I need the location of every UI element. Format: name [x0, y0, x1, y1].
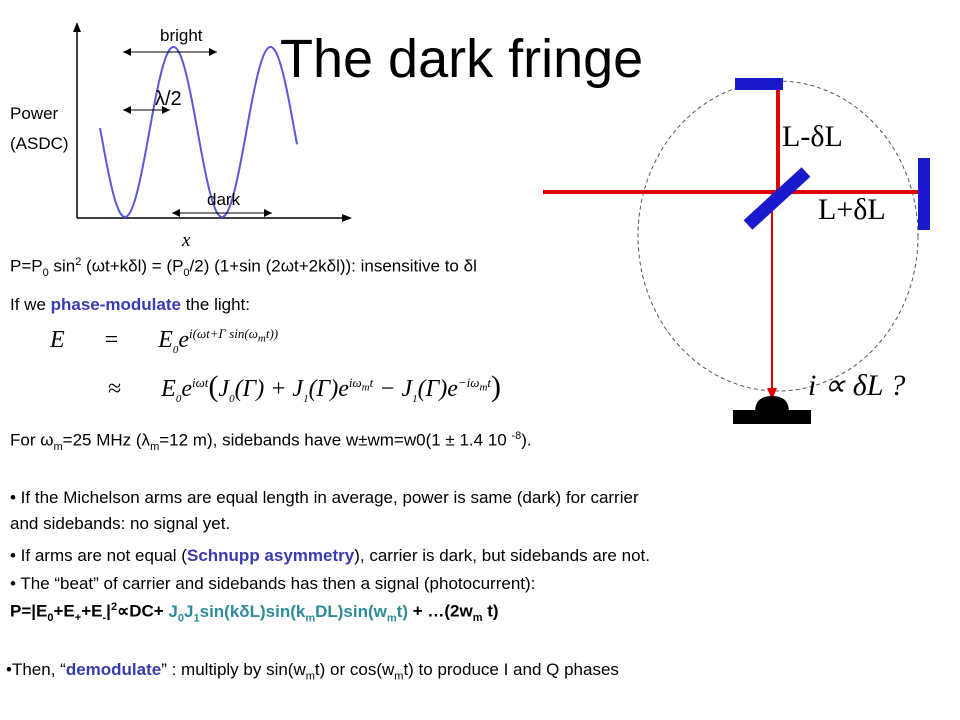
- plot-y-arrow: [73, 22, 81, 32]
- end-mirror-top: [735, 78, 783, 90]
- lambda-arrow-left: [123, 106, 131, 114]
- dark-arrow-right: [264, 209, 272, 217]
- bright-arrow-right: [209, 48, 217, 56]
- field-equation-line2: ≈E0eiωt(J0(Γ) + J1(Γ)eiωmt − J1(Γ)e−iωmt…: [108, 370, 502, 405]
- lambda-half-label: λ/2: [155, 88, 182, 110]
- bullet-beat: • The “beat” of carrier and sidebands ha…: [10, 574, 536, 593]
- sideband-line: For ωm=25 MHz (λm=12 m), sidebands have …: [10, 430, 532, 454]
- end-mirror-right: [918, 158, 930, 230]
- power-curve: [99, 46, 298, 219]
- arm1-label: L-δL: [782, 120, 843, 153]
- demodulate-line: •Then, “demodulate” : multiply by sin(wm…: [6, 660, 619, 683]
- bullet-schnupp: • If arms are not equal (Schnupp asymmet…: [10, 546, 650, 565]
- bullet-equal-arms-cont: and sidebands: no signal yet.: [10, 514, 231, 533]
- bright-label: bright: [160, 26, 203, 45]
- page-title: The dark fringe: [280, 29, 644, 89]
- photodiode-dome: [755, 396, 789, 412]
- photodiode-base: [733, 410, 811, 424]
- photocurrent-label: i ∝ δL ?: [808, 369, 906, 402]
- x-axis-label: x: [182, 230, 191, 251]
- field-equation-line1: E=E0ei(ωt+Γ sin(ωmt)): [50, 326, 279, 356]
- plot-x-arrow: [342, 214, 352, 222]
- dark-label: dark: [207, 190, 241, 209]
- bullet-equal-arms: • If the Michelson arms are equal length…: [10, 488, 639, 507]
- power-equation: P=P0 sin2 (ωt+kδl) = (P0/2) (1+sin (2ωt+…: [10, 256, 477, 280]
- dark-arrow-left: [172, 209, 180, 217]
- lambda-arrow-right: [162, 106, 170, 114]
- power-label-unit: (ASDC): [10, 134, 69, 153]
- output-beam-arrow: [767, 388, 777, 400]
- beam-splitter: [743, 167, 811, 230]
- beat-equation: P=|E0+E++E-|2∝DC+ J0J1sin(kδL)sin(kmDL)s…: [10, 601, 499, 625]
- arm2-label: L+δL: [818, 193, 886, 226]
- bright-arrow-left: [123, 48, 131, 56]
- power-label: Power: [10, 104, 59, 123]
- phase-modulate-line: If we phase-modulate the light:: [10, 295, 250, 314]
